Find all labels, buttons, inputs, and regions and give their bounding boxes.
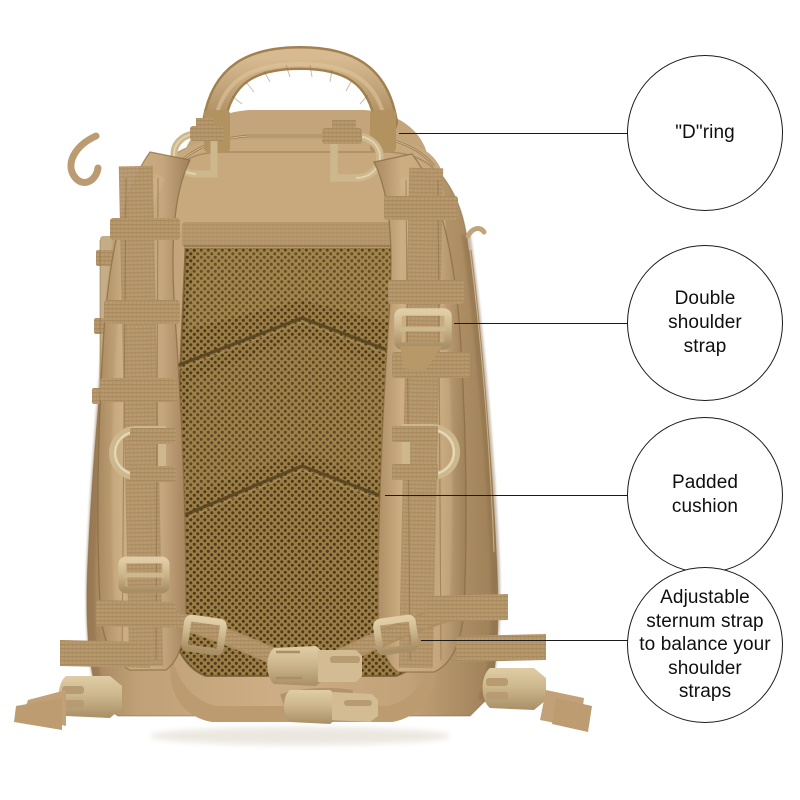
shoulder-strap-right [373, 153, 470, 673]
leader-line-d-ring [399, 133, 631, 134]
leader-line-adjustable-sternum-strap [421, 640, 633, 641]
strap-keeper-right [384, 196, 470, 378]
callout-d-ring: "D"ring [627, 55, 783, 211]
mesh-back-panel [168, 222, 440, 677]
waist-buckle-left [58, 676, 122, 718]
leader-line-padded-cushion [385, 495, 631, 496]
callout-double-shoulder-strap: Double shoulder strap [627, 245, 783, 401]
callout-label-adjustable-sternum-strap: Adjustable sternum strap to balance your… [639, 587, 771, 703]
lower-center-buckle [280, 687, 378, 724]
ladder-lock-buckle-right [394, 308, 452, 372]
strap-d-ring-right [392, 424, 460, 480]
strap-keeper-left [100, 218, 180, 402]
sternum-adjuster-left [181, 614, 227, 656]
callout-label-double-shoulder-strap: Double shoulder strap [668, 287, 742, 358]
callout-label-padded-cushion: Padded cushion [671, 471, 739, 517]
side-haul-loop [67, 132, 102, 186]
callout-adjustable-sternum-strap: Adjustable sternum strap to balance your… [627, 567, 783, 723]
sternum-buckle [267, 646, 362, 686]
pack-base [170, 640, 436, 722]
callout-padded-cushion: Padded cushion [627, 417, 783, 573]
waist-strap-left [14, 600, 176, 730]
leader-line-double-shoulder-strap [454, 323, 631, 324]
callout-label-d-ring: "D"ring [675, 121, 735, 143]
strap-d-ring-left [109, 426, 176, 482]
product-photo-backpack [14, 45, 592, 745]
side-zipper-right [465, 226, 496, 553]
waist-strap-right [428, 594, 592, 732]
ladder-lock-buckle-left [118, 556, 170, 594]
sternum-adjuster-right [373, 614, 419, 656]
shoulder-strap-left [97, 151, 191, 671]
waist-buckle-right [482, 668, 546, 710]
